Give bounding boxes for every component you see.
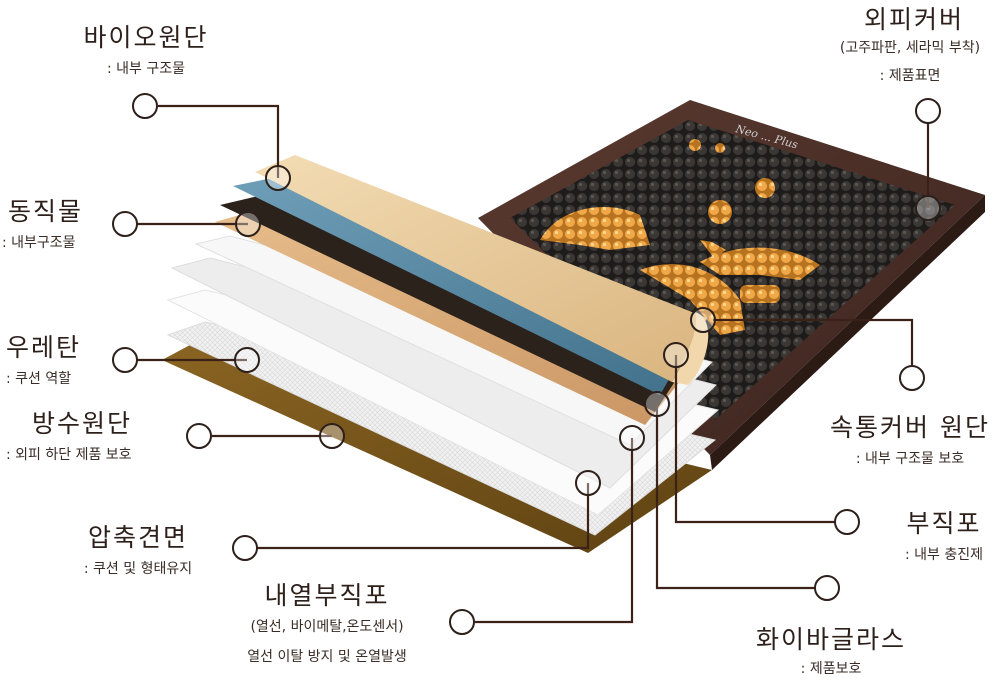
marker-bio <box>132 93 158 119</box>
label-nonwoven-title: 부직포 <box>906 509 982 538</box>
label-inner-fabric-title: 내열부직포 <box>264 581 390 610</box>
marker-compressed-point <box>575 470 601 496</box>
black-fabric-layer <box>220 196 702 412</box>
label-outer-cover-sub1: (고주파판, 세라믹 부착) <box>839 40 981 56</box>
label-outer-cover-title: 외피커버 <box>863 5 965 34</box>
white-layer <box>170 257 717 489</box>
marker-nonwoven-point <box>663 342 689 368</box>
marker-fiberglass-point <box>644 391 670 417</box>
label-bio-sub: : 내부 구조물 <box>106 61 186 77</box>
marker-waterproof <box>186 423 212 449</box>
marker-urethane <box>112 347 138 373</box>
label-waterproof-title: 방수원단 <box>32 409 133 438</box>
label-breathable-title: 속통커버 원단 <box>830 413 990 442</box>
label-fiberglass-title: 화이바글라스 <box>755 625 907 654</box>
marker-inner-fabric <box>449 609 475 635</box>
label-urethane-sub: : 쿠션 역할 <box>6 371 72 387</box>
label-outer-cover-sub2: : 제품표면 <box>879 68 941 84</box>
marker-nonwoven <box>834 509 860 535</box>
gold-stone-pattern <box>540 139 820 335</box>
mat-body: Neo ... Plus <box>478 100 985 470</box>
label-fiberglass-sub: : 제품보호 <box>800 661 862 677</box>
label-breathable-sub: : 내부 구조물 보호 <box>855 451 965 467</box>
label-copper-title: 동직물 <box>8 197 84 226</box>
marker-urethane-point <box>234 347 260 373</box>
marker-bio-point <box>265 165 291 191</box>
label-compressed-title: 압축견면 <box>87 523 189 552</box>
marker-copper-point <box>235 211 261 237</box>
leader-lines <box>137 104 930 624</box>
marker-copper <box>112 211 138 237</box>
label-compressed-sub: : 쿠션 및 형태유지 <box>83 561 193 577</box>
label-inner-fabric-sub2: 열선 이탈 방지 및 온열발생 <box>247 649 407 665</box>
label-waterproof-sub: : 외피 하단 제품 보호 <box>6 447 132 463</box>
label-bio-title: 바이오원단 <box>83 23 209 52</box>
label-nonwoven-sub: : 내부 충진제 <box>904 547 984 563</box>
label-copper-sub: : 내부구조물 <box>2 235 76 251</box>
marker-waterproof-point <box>319 423 345 449</box>
marker-compressed <box>232 535 258 561</box>
label-urethane-title: 우레탄 <box>6 333 82 362</box>
marker-breathable-point <box>690 307 716 333</box>
marker-breathable <box>899 365 925 391</box>
marker-inner-fabric-point <box>619 425 645 451</box>
marker-outer-cover-point <box>915 195 941 221</box>
label-inner-fabric-sub1: (열선, 바이메탈,온도센서) <box>250 619 404 635</box>
callout-markers <box>112 93 941 635</box>
blue-layer <box>233 178 700 395</box>
marker-fiberglass <box>814 575 840 601</box>
marker-outer-cover <box>915 98 941 124</box>
